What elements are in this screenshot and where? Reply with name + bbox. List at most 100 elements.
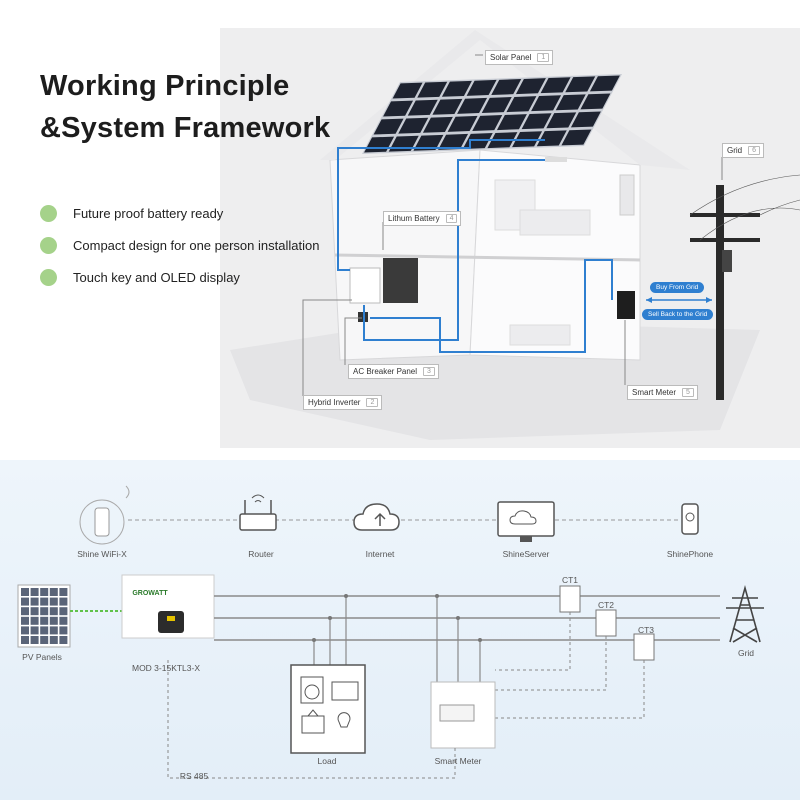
solar-cell: [536, 130, 567, 147]
load-label: Load: [317, 756, 337, 766]
phone-icon: [681, 503, 699, 535]
grid-wire: [370, 259, 613, 353]
junction-dot: [456, 616, 460, 620]
transformer: [722, 250, 732, 272]
junction-dot: [328, 616, 332, 620]
pv-cell: [30, 588, 39, 596]
arrow-head-icon: [706, 297, 712, 303]
pv-cell: [49, 588, 58, 596]
junction-dot: [435, 594, 439, 598]
pv-cell: [49, 616, 58, 625]
pv-cell: [21, 626, 29, 635]
router-label: Router: [248, 549, 274, 559]
wifi-signal-icon: [251, 494, 265, 503]
house-diagram: [302, 54, 800, 400]
tv-icon: [301, 715, 325, 734]
system-framework-section: Shine WiFi-X Router Internet ShineServer…: [0, 460, 800, 800]
pv-cell: [49, 597, 58, 606]
inverter-brand-logo: GROWATT: [132, 590, 168, 597]
pv-cell: [59, 636, 68, 644]
solar-cell: [447, 115, 478, 132]
pv-cell: [30, 616, 39, 625]
smart-meter-label: Smart Meter: [434, 756, 482, 766]
hybrid-inverter-device: [349, 267, 381, 304]
lithium-battery-device: [383, 258, 418, 303]
wifi-stick-icon: [94, 507, 110, 537]
solar-cell: [432, 98, 463, 115]
pv-cell: [40, 588, 49, 596]
pv-cell: [21, 588, 29, 596]
pv-cell: [21, 636, 29, 644]
pv-cell: [49, 607, 58, 616]
phone-label: ShinePhone: [666, 549, 714, 559]
pv-cell: [40, 626, 49, 635]
solar-cell: [515, 78, 546, 95]
ac-wire: [363, 159, 550, 341]
tv-antenna: [307, 709, 319, 717]
ct1-label: CT1: [561, 575, 579, 585]
solar-cell: [422, 116, 453, 133]
server-label: ShineServer: [502, 549, 550, 559]
feature-text: Compact design for one person installati…: [73, 238, 320, 253]
internet-label: Internet: [365, 549, 395, 559]
solar-cell: [457, 97, 488, 114]
ct3-label: CT3: [637, 625, 655, 635]
smart-meter-device: [617, 291, 635, 319]
wiring-diagram: [17, 485, 764, 779]
top-section: Working Principle &System Framework Futu…: [40, 28, 800, 448]
solar-cell: [413, 134, 444, 151]
ct1-clamp-icon: [559, 585, 581, 613]
rs485-label: RS 485: [179, 771, 209, 781]
pv-cell: [21, 616, 29, 625]
bed-shape: [519, 209, 591, 236]
wifi-ring: [79, 499, 125, 545]
feature-text: Future proof battery ready: [73, 206, 224, 221]
solar-cell: [570, 111, 601, 128]
solar-cell: [546, 112, 577, 129]
app-icon: [685, 512, 695, 522]
pv-cell: [59, 607, 68, 616]
pv-cell: [40, 597, 49, 606]
pv-cell: [30, 597, 39, 606]
pv-cell: [49, 636, 58, 644]
feature-item: Future proof battery ready: [40, 205, 223, 222]
router-icon: [239, 513, 277, 531]
solar-cell: [565, 76, 596, 93]
feature-text: Touch key and OLED display: [73, 270, 240, 285]
grid-tower-icon: [726, 585, 764, 643]
junction-dot: [344, 594, 348, 598]
arrow-head-icon: [646, 297, 652, 303]
pv-cell: [30, 626, 39, 635]
lightbulb-icon: [337, 712, 351, 728]
solar-cell: [472, 115, 503, 131]
page-title-line1: Working Principle: [40, 70, 290, 102]
ct-signal-line: [495, 660, 645, 719]
washer-door: [304, 684, 320, 700]
ct3-clamp-icon: [633, 633, 655, 661]
monitor-icon: [497, 501, 555, 537]
solar-cell: [392, 82, 423, 99]
solar-cell: [438, 133, 469, 150]
wifi-label: Shine WiFi-X: [77, 549, 127, 559]
roof-solar-panel: [362, 74, 622, 154]
solar-cell: [466, 79, 497, 96]
sell-back-label: Sell Back to the Grid: [642, 309, 714, 320]
pv-cell: [21, 597, 29, 606]
pv-cell: [59, 626, 68, 635]
solar-cell: [521, 113, 552, 130]
upload-arrow-icon: [374, 512, 386, 526]
microwave-icon: [331, 681, 359, 701]
solar-cell: [417, 81, 448, 98]
pv-cell: [49, 626, 58, 635]
pv-cell: [59, 597, 68, 606]
signal-icon: [125, 485, 130, 499]
solar-cell: [580, 93, 611, 110]
junction-dot: [478, 638, 482, 642]
ct-signal-line: [495, 636, 607, 691]
window: [619, 174, 635, 216]
inverter-model-label: MOD 3-15KTL3-X: [131, 663, 201, 673]
